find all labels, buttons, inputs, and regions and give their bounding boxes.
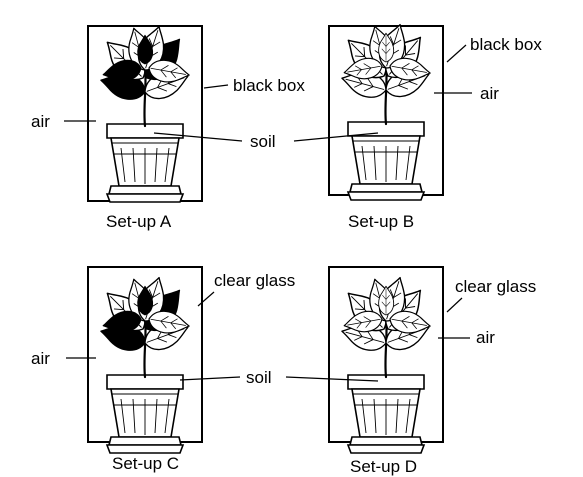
soil-label-bottom: soil bbox=[246, 368, 272, 387]
setup-c-air-label: air bbox=[31, 349, 50, 368]
setup-c-enclosure-label: clear glass bbox=[214, 271, 295, 290]
setup-a-title: Set-up A bbox=[106, 212, 172, 231]
setup-a-box-pointer bbox=[204, 85, 228, 88]
setup-a-pot bbox=[107, 124, 183, 202]
setup-b-enclosure-label: black box bbox=[470, 35, 542, 54]
setup-b-pot bbox=[348, 122, 424, 200]
setup-c-title: Set-up C bbox=[112, 454, 179, 473]
setup-b: black box air Set-up B bbox=[294, 21, 542, 231]
setup-c: clear glass air soil Set-up C bbox=[31, 267, 295, 473]
setup-b-air-label: air bbox=[480, 84, 499, 103]
setup-d-pot bbox=[348, 375, 424, 453]
setup-d-enclosure-label: clear glass bbox=[455, 277, 536, 296]
setup-d-air-label: air bbox=[476, 328, 495, 347]
setup-b-box-pointer bbox=[447, 45, 466, 62]
setup-a-enclosure-label: black box bbox=[233, 76, 305, 95]
soil-label-top: soil bbox=[250, 132, 276, 151]
setup-a: black box air soil Set-up A bbox=[31, 23, 305, 231]
setup-d: clear glass air Set-up D bbox=[286, 267, 536, 476]
setup-d-title: Set-up D bbox=[350, 457, 417, 476]
setup-c-pot bbox=[107, 375, 183, 453]
setup-a-air-label: air bbox=[31, 112, 50, 131]
setup-b-title: Set-up B bbox=[348, 212, 414, 231]
setup-d-glass-pointer bbox=[447, 298, 462, 312]
